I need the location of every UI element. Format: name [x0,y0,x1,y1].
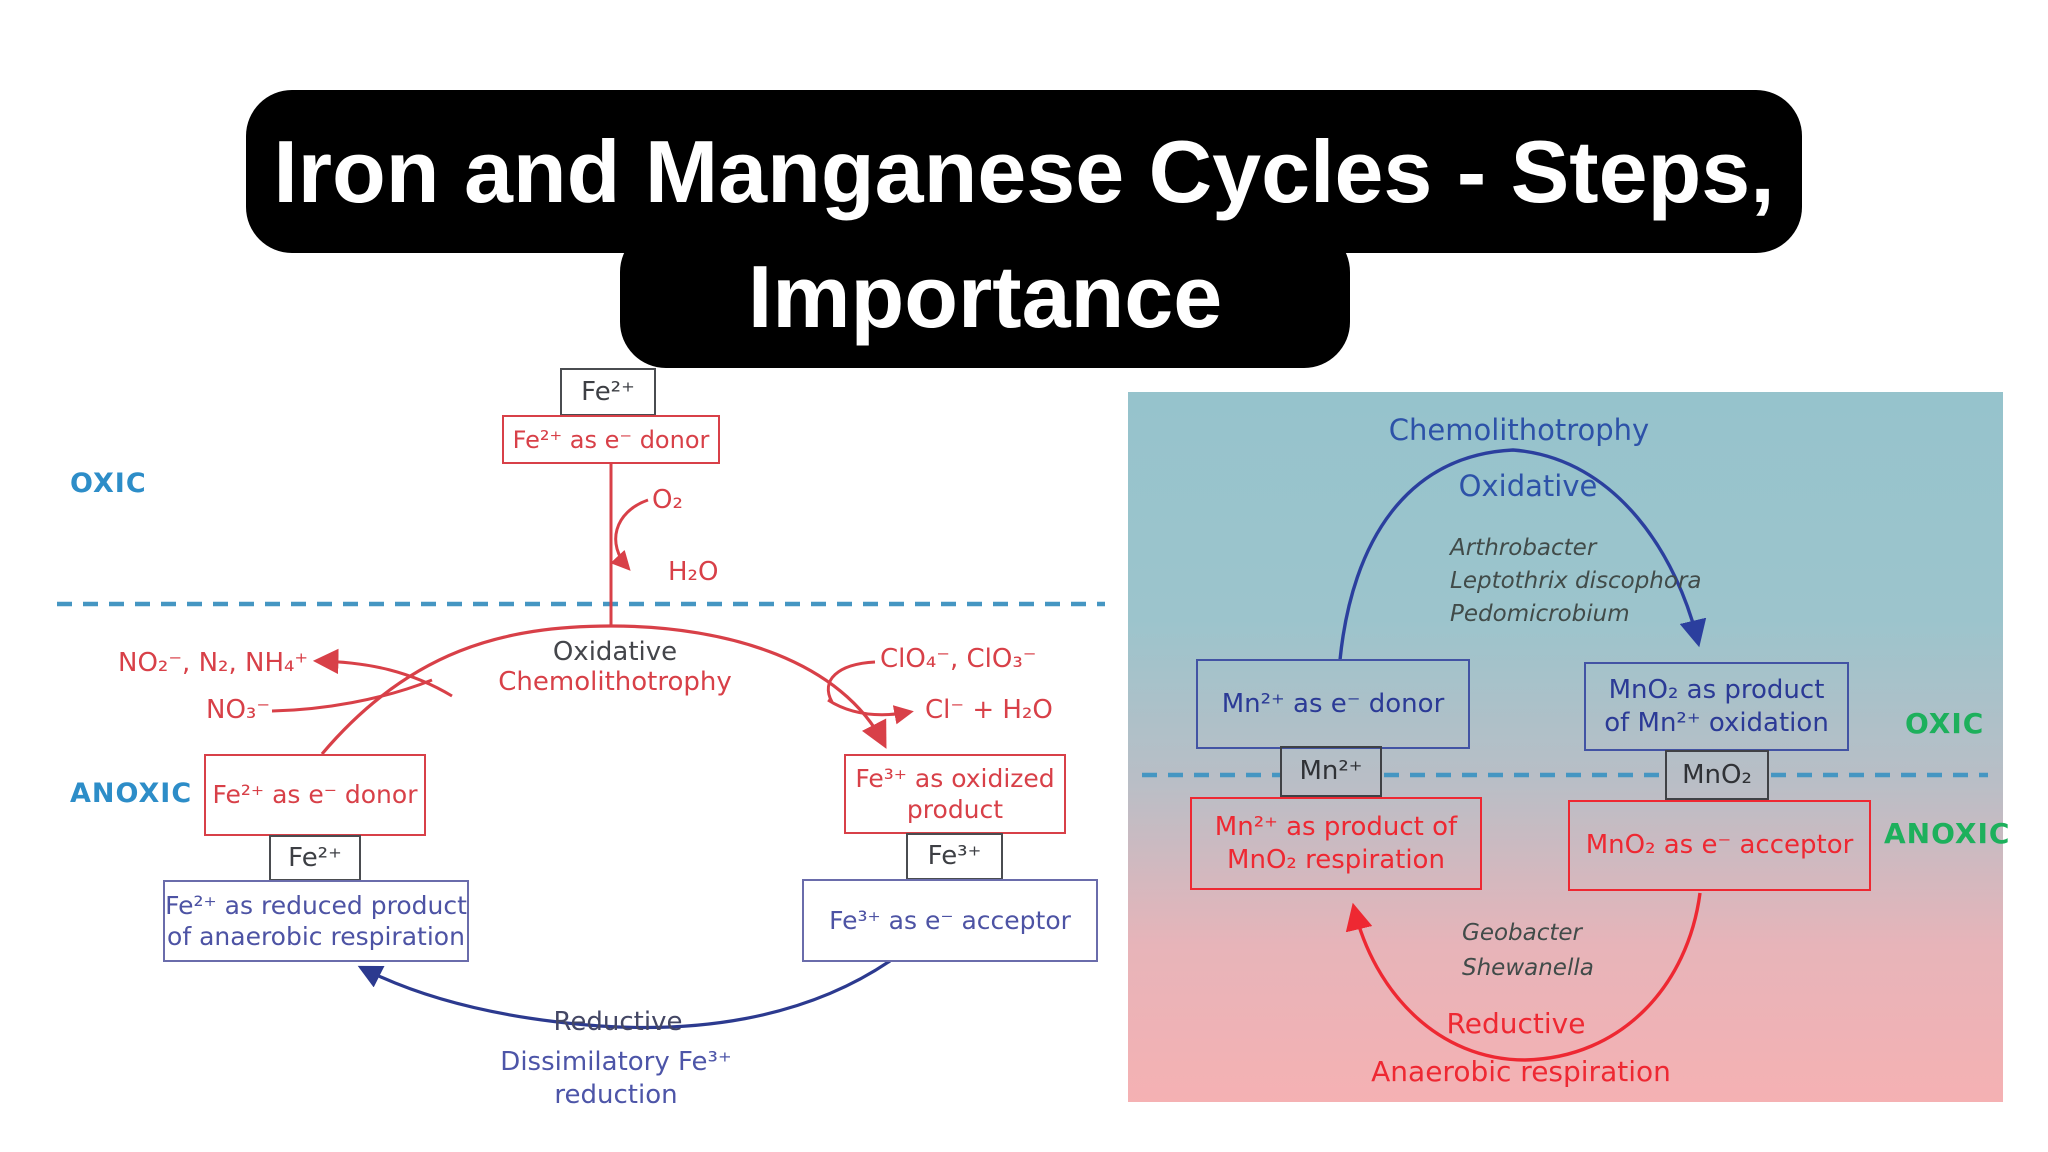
o2-h2o-arrow [610,498,649,571]
mn-oxide-species-box: MnO₂ [1665,750,1769,800]
mn-donor-box: Mn²⁺ as e⁻ donor [1196,659,1470,749]
dissimilatory-label-line1: Dissimilatory Fe³⁺ [500,1047,732,1077]
ferrous-donor-box-anoxic: Fe²⁺ as e⁻ donor [204,754,426,836]
chloride-water-label: Cl⁻ + H₂O [925,695,1053,725]
ferrous-reduced-box: Fe²⁺ as reduced product of anaerobic res… [163,880,469,962]
dissimilatory-label-line2: reduction [554,1080,678,1110]
reductive-label: Reductive [553,1007,683,1037]
oxidative-label: Oxidative [552,637,678,667]
perchlorate-label: ClO₄⁻, ClO₃⁻ [880,644,1037,674]
ferric-species-box: Fe³⁺ [906,833,1003,880]
mn-anaerobic-label: Anaerobic respiration [1371,1055,1671,1088]
mn-oxidizer-leptothrix: Leptothrix discophora [1450,568,1702,594]
water-label: H₂O [668,557,719,587]
chemolithotrophy-label: Chemolithotrophy [498,667,732,697]
mn-reducer-shewanella: Shewanella [1462,955,1594,981]
mn-chemolithotrophy-label: Chemolithotrophy [1388,413,1650,447]
ferric-oxidized-box: Fe³⁺ as oxidized product [844,754,1066,834]
mn-species-box: Mn²⁺ [1280,746,1382,797]
mn-oxidizer-pedomicrobium: Pedomicrobium [1450,601,1630,627]
mn-reductive-label: Reductive [1446,1007,1586,1040]
anoxic-label-right: ANOXIC [1884,817,2011,850]
chloride-arrow [827,698,914,725]
oxic-label-left: OXIC [70,468,147,499]
ferrous-donor-box-top: Fe²⁺ as e⁻ donor [502,415,720,464]
ferric-acceptor-box: Fe³⁺ as e⁻ acceptor [802,879,1098,962]
ferrous-species-box-bottom: Fe²⁺ [269,835,361,881]
denitrification-arrow [312,648,453,698]
oxygen-label: O₂ [652,485,683,515]
nitrate-label: NO₃⁻ [206,695,271,725]
oxic-label-right: OXIC [1905,707,1985,740]
title-banner-line2: Importance [620,226,1350,368]
mn-respiration-product-box: Mn²⁺ as product of MnO₂ respiration [1190,797,1482,890]
mn-oxide-product-box: MnO₂ as product of Mn²⁺ oxidation [1584,662,1849,751]
nitrate-feed-line [271,678,433,713]
mn-acceptor-box: MnO₂ as e⁻ acceptor [1568,800,1871,891]
title-banner-line1: Iron and Manganese Cycles - Steps, [246,90,1802,253]
denitrification-products-label: NO₂⁻, N₂, NH₄⁺ [118,648,309,678]
perchlorate-feed-line [826,660,876,703]
anoxic-label-left: ANOXIC [70,778,193,809]
mn-oxidizer-arthrobacter: Arthrobacter [1450,535,1597,561]
mn-reducer-geobacter: Geobacter [1462,920,1583,946]
ferrous-species-box-top: Fe²⁺ [560,368,656,416]
mn-oxidative-label: Oxidative [1458,469,1598,503]
